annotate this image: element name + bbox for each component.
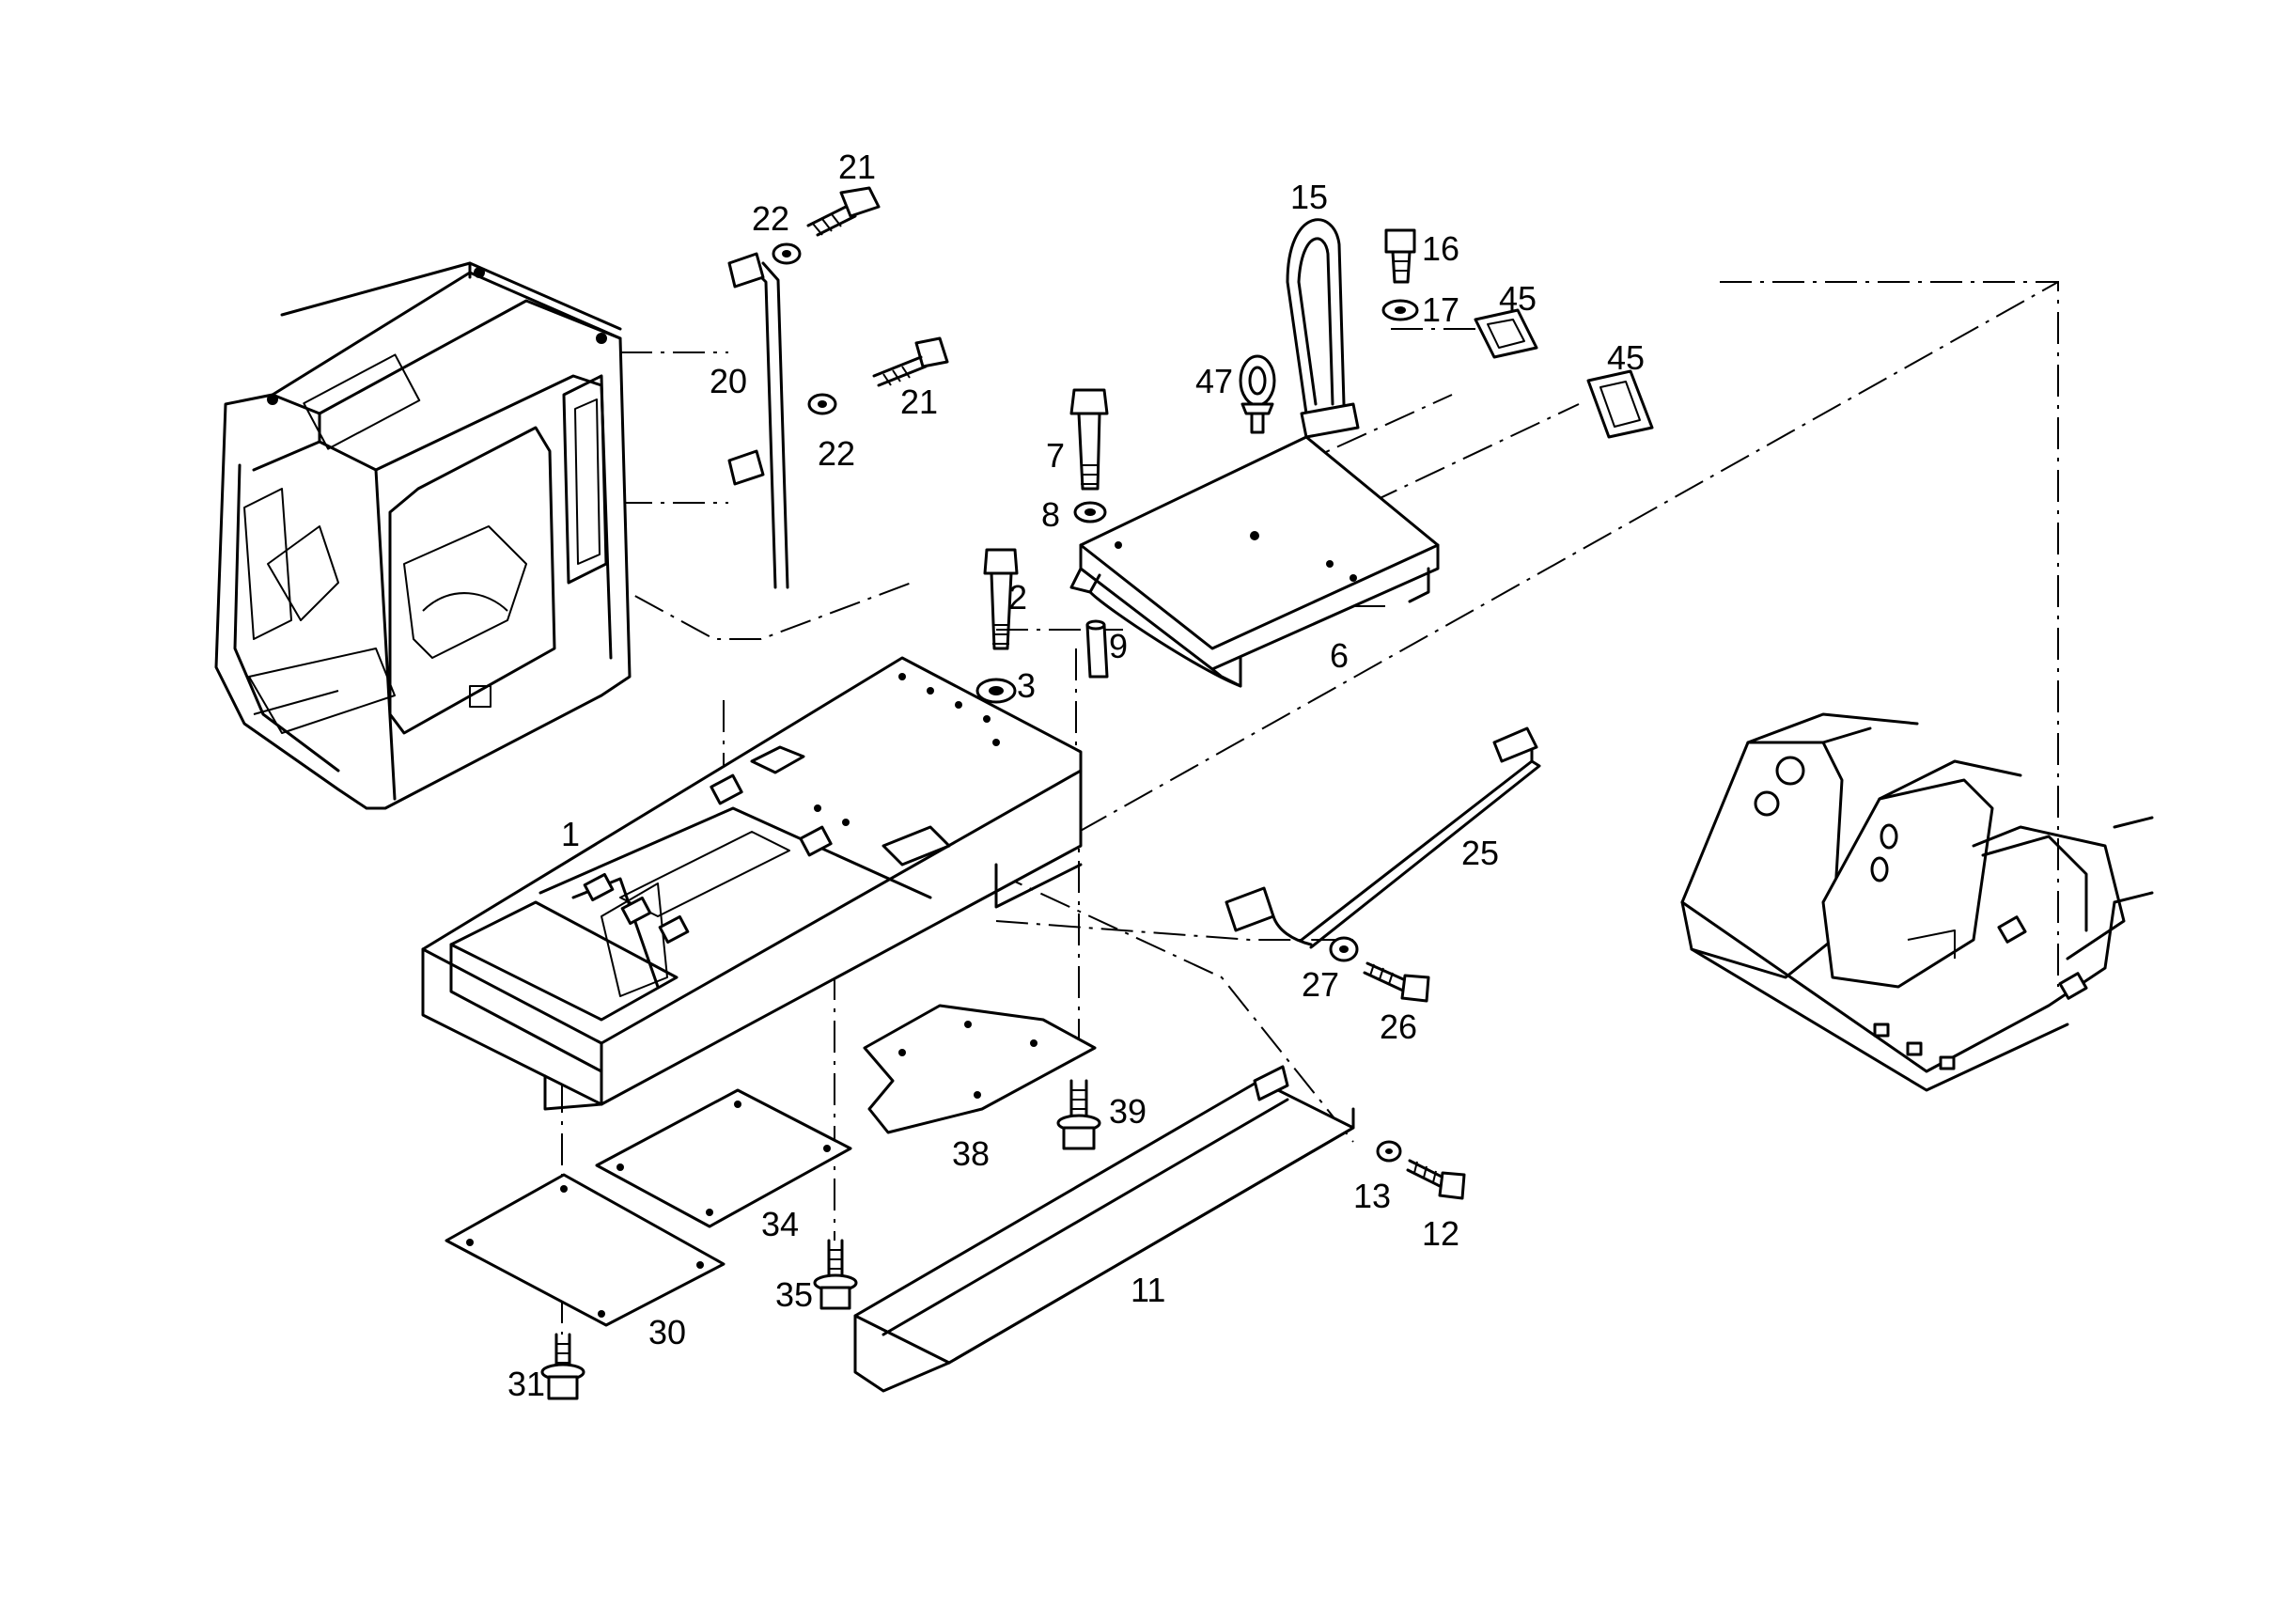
label-part-47: 47 <box>1195 362 1233 400</box>
cover-plates <box>445 1004 1097 1327</box>
lower-frame <box>1680 712 2154 1092</box>
handle-part-15 <box>1286 218 1360 439</box>
label-part-20: 20 <box>710 362 747 400</box>
label-part-22-top: 22 <box>752 199 789 238</box>
label-part-39: 39 <box>1109 1092 1147 1131</box>
label-part-3: 3 <box>1017 666 1036 705</box>
label-part-21-top: 21 <box>838 148 876 186</box>
channel-part-11 <box>853 1065 1355 1393</box>
callout-labels: 1 2 3 6 7 8 9 11 12 13 15 16 17 20 21 21… <box>507 148 1645 1403</box>
label-part-25: 25 <box>1461 834 1499 872</box>
label-part-17: 17 <box>1422 290 1459 329</box>
label-part-11: 11 <box>1131 1271 1165 1309</box>
label-part-35: 35 <box>775 1275 813 1314</box>
operator-cab <box>214 261 632 810</box>
label-part-1: 1 <box>561 815 580 853</box>
label-part-22-lower: 22 <box>818 434 855 473</box>
label-part-12: 12 <box>1422 1214 1459 1253</box>
label-part-13: 13 <box>1353 1177 1391 1215</box>
rod-part-20 <box>727 252 789 589</box>
label-part-8: 8 <box>1041 495 1060 534</box>
upper-frame-part-1 <box>421 656 1083 1111</box>
label-part-30: 30 <box>648 1313 686 1351</box>
grommets-part-45 <box>1474 308 1654 439</box>
label-part-45-a: 45 <box>1499 279 1537 318</box>
label-part-38: 38 <box>952 1134 990 1173</box>
label-part-16: 16 <box>1422 229 1459 268</box>
hardware <box>540 186 1466 1400</box>
label-part-34: 34 <box>761 1205 799 1243</box>
rod-part-25 <box>1225 726 1541 949</box>
label-part-31: 31 <box>507 1365 545 1403</box>
label-part-2: 2 <box>1008 578 1027 617</box>
label-part-27: 27 <box>1302 965 1339 1004</box>
label-part-9: 9 <box>1109 627 1128 665</box>
eye-bolt-part-47 <box>1239 354 1276 434</box>
label-part-21-lower: 21 <box>900 383 938 421</box>
label-part-15: 15 <box>1290 178 1328 216</box>
label-part-45-b: 45 <box>1607 338 1645 377</box>
label-part-7: 7 <box>1046 436 1065 475</box>
bracket-part-6 <box>1069 435 1440 688</box>
label-part-26: 26 <box>1380 1007 1417 1046</box>
label-part-6: 6 <box>1330 636 1349 675</box>
